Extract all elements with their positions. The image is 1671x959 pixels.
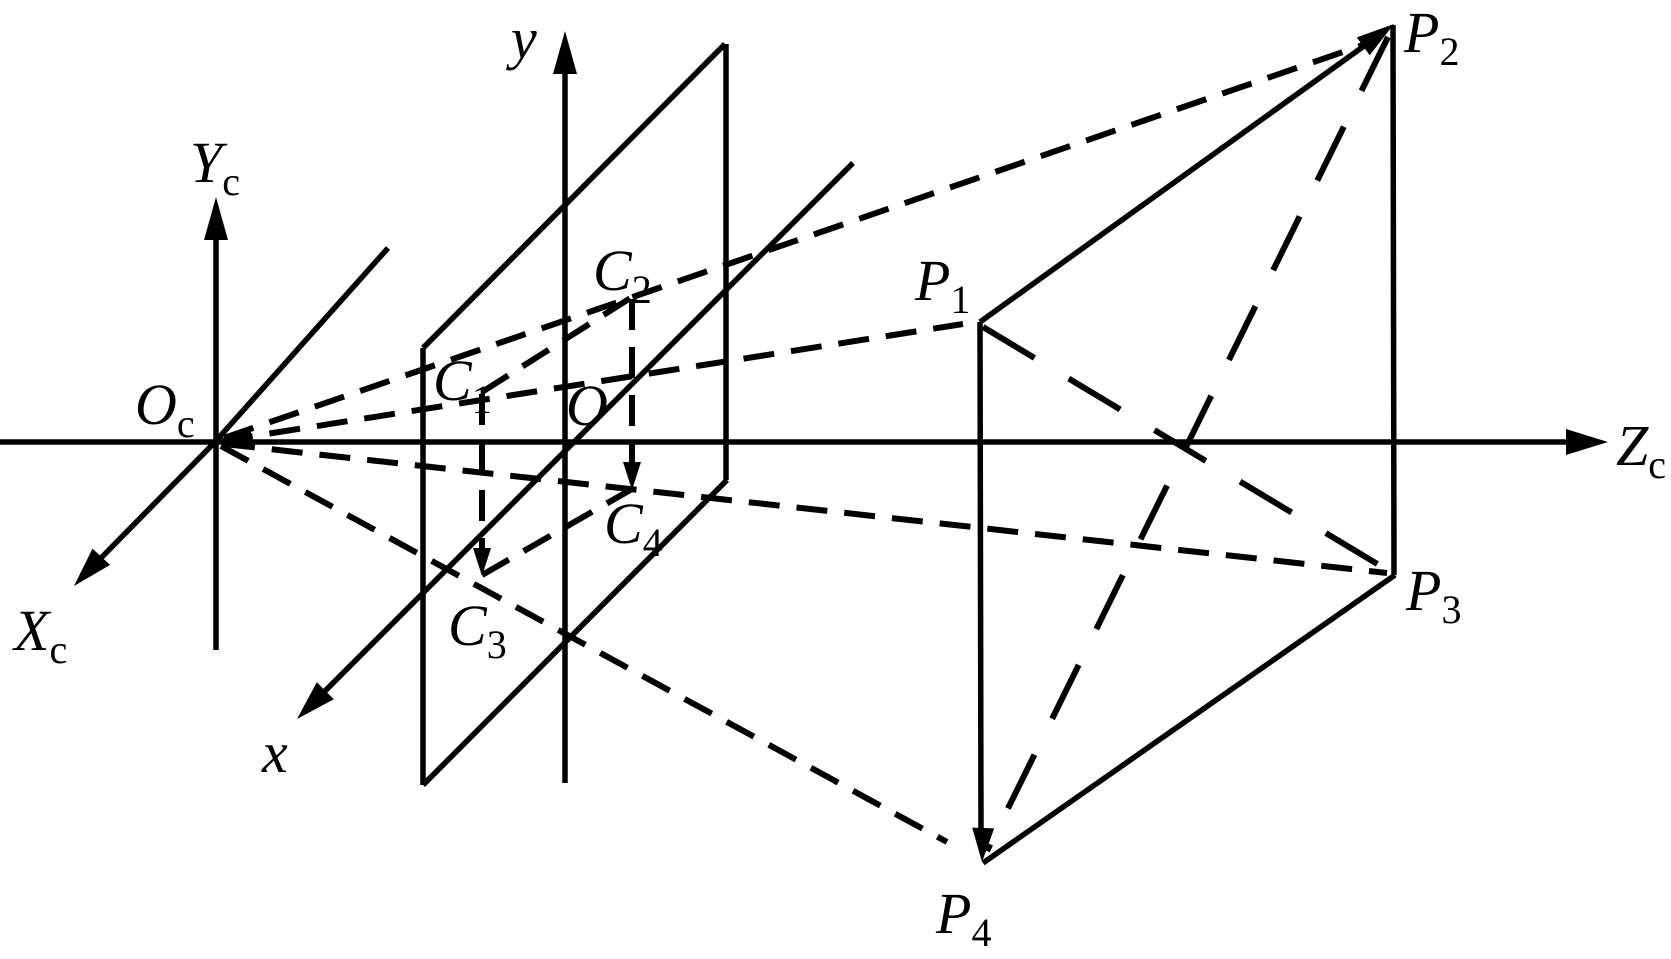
diagonal-P2-P4 xyxy=(984,35,1391,853)
label-Xc: Xc xyxy=(12,598,67,672)
label-y: y xyxy=(506,6,537,71)
label-C1: C1 xyxy=(433,348,492,422)
projection-ray-Oc-P2 xyxy=(223,41,1367,441)
label-x: x xyxy=(261,720,288,785)
x-axis-arrowhead xyxy=(297,682,334,719)
x-axis-line xyxy=(321,161,855,695)
y-axis-arrowhead xyxy=(553,31,577,74)
image-plane-bottom-edge xyxy=(421,478,729,787)
label-P2: P2 xyxy=(1403,0,1459,74)
xc-axis-arrowhead xyxy=(74,548,111,586)
edge-P2-P3 xyxy=(1390,24,1397,576)
projection-ray-Oc-P3 xyxy=(223,441,1388,576)
label-P3: P3 xyxy=(1405,558,1461,632)
label-C4: C4 xyxy=(604,491,663,565)
zc-axis-arrowhead xyxy=(1566,429,1608,455)
label-Yc: Yc xyxy=(190,130,240,204)
image-quad-edge-C3-C4 xyxy=(480,486,634,578)
arrowhead-at-P2 xyxy=(1356,24,1394,56)
label-C2: C2 xyxy=(593,238,652,312)
projection-ray-Oc-P1 xyxy=(221,321,964,444)
edge-P3-P4 xyxy=(981,572,1397,866)
xc-axis-line xyxy=(97,246,391,562)
label-C3: C3 xyxy=(448,593,507,667)
arrowhead-at-P4 xyxy=(972,827,995,862)
yc-axis-arrowhead xyxy=(204,197,228,240)
ray-arrowhead-at-Oc xyxy=(219,427,254,448)
label-O: O xyxy=(566,373,608,438)
projection-ray-Oc-P4 xyxy=(219,443,949,845)
image-quad-edge-C1-C2 xyxy=(480,294,634,395)
arrowhead-at-C3 xyxy=(473,548,491,576)
label-P4: P4 xyxy=(935,881,991,955)
arrowhead-at-C4 xyxy=(623,462,641,490)
image-plane-top-edge xyxy=(421,42,727,350)
label-Zc: Zc xyxy=(1616,413,1666,487)
label-Oc: Oc xyxy=(135,372,195,446)
label-P1: P1 xyxy=(914,248,970,322)
edge-P1-P2 xyxy=(978,43,1366,325)
edge-P1-P4 xyxy=(977,321,984,831)
